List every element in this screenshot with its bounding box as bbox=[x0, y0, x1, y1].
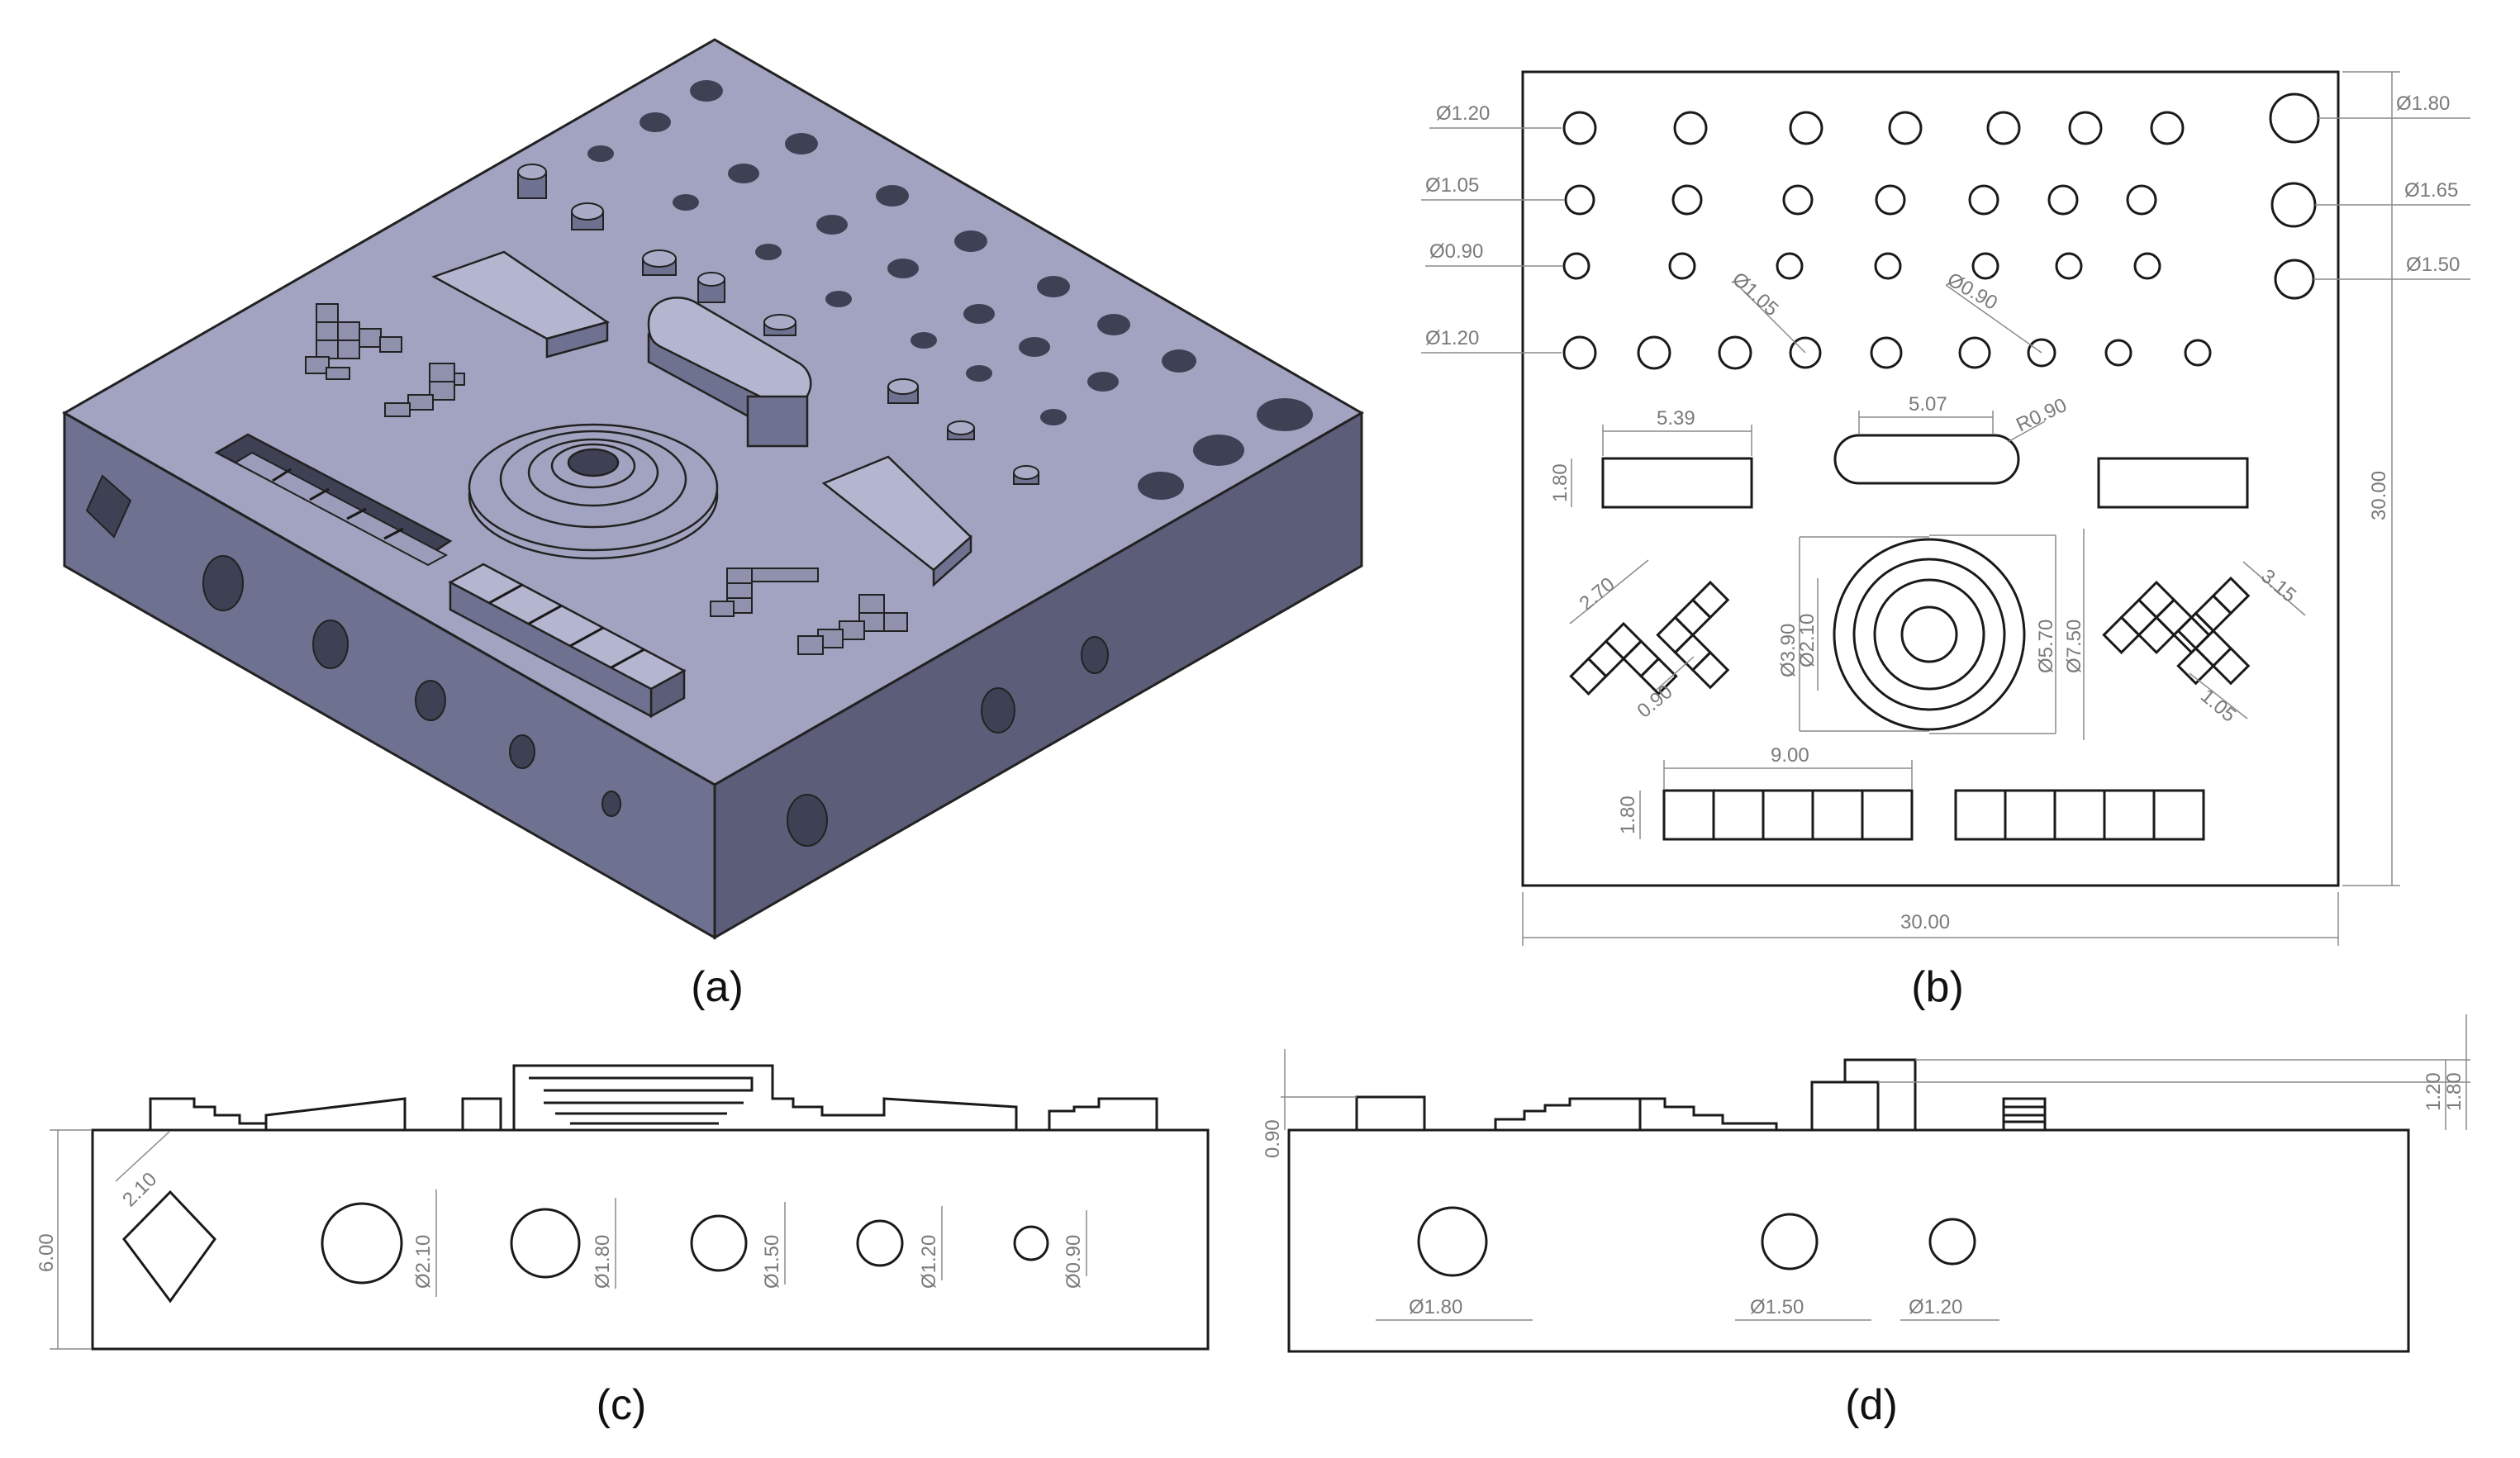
right-hole-2-label: Ø1.65 bbox=[2404, 179, 2458, 202]
rect-width-label: 5.39 bbox=[1657, 407, 1695, 430]
front-view-drawing: 6.00 2.10 Ø2.10 Ø1.80 Ø1.50 Ø1.20 Ø0.90 … bbox=[36, 1064, 1210, 1429]
height-label: 6.00 bbox=[36, 1233, 58, 1272]
side-holes bbox=[85, 474, 1109, 847]
hole-rows bbox=[1562, 93, 2320, 370]
side-holes-drawing bbox=[1417, 1206, 1976, 1277]
isometric-view: (a) bbox=[61, 38, 1365, 1011]
ring-label-4: Ø7.50 bbox=[2063, 620, 2085, 673]
hole-leaders bbox=[1421, 117, 2470, 354]
ring-label-3: Ø5.70 bbox=[2035, 620, 2057, 673]
front-view-outline bbox=[91, 1128, 1210, 1351]
right-hole-3-label: Ø1.50 bbox=[2406, 254, 2460, 276]
overall-width-label: 30.00 bbox=[1900, 911, 1950, 933]
caption-a: (a) bbox=[691, 963, 744, 1011]
caption-d: (d) bbox=[1845, 1381, 1898, 1429]
stair-squares-right-1 bbox=[2102, 580, 2211, 654]
side-hole-label-2: Ø1.50 bbox=[1750, 1296, 1804, 1318]
hole-row-2-label: Ø1.05 bbox=[1425, 174, 1479, 197]
front-hole-label-1: Ø2.10 bbox=[412, 1235, 435, 1289]
top-pins bbox=[517, 164, 1039, 485]
pocket-blocks bbox=[214, 433, 453, 567]
front-profile bbox=[149, 1064, 1158, 1132]
block-right-face bbox=[713, 411, 1363, 940]
slot-pin bbox=[647, 297, 812, 448]
diamond-label: 2.10 bbox=[118, 1168, 161, 1211]
overall-height-label: 30.00 bbox=[2368, 471, 2390, 520]
side-hole-label-1: Ø1.80 bbox=[1409, 1296, 1462, 1318]
stair-label-4: 1.05 bbox=[2196, 685, 2240, 727]
block-height-label: 1.80 bbox=[1617, 795, 1639, 834]
right-hole-1-label: Ø1.80 bbox=[2396, 93, 2450, 115]
stair-squares-left-1 bbox=[1569, 621, 1678, 696]
front-hole-label-3: Ø1.50 bbox=[761, 1235, 783, 1289]
stair-label-2: 0.90 bbox=[1633, 681, 1677, 723]
side-right-label-1: 1.20 bbox=[2423, 1072, 2445, 1111]
hole-row-4-label: Ø1.20 bbox=[1425, 327, 1479, 349]
rect-height-label: 1.80 bbox=[1549, 463, 1571, 502]
side-profile bbox=[1355, 1058, 2047, 1132]
hole-row-3-label: Ø0.90 bbox=[1429, 240, 1483, 263]
ring-label-1: Ø3.90 bbox=[1777, 624, 1800, 677]
side-hole-label-3: Ø1.20 bbox=[1909, 1296, 1962, 1318]
front-hole-label-5: Ø0.90 bbox=[1063, 1235, 1085, 1289]
round-slot-width-label: 5.07 bbox=[1909, 393, 1947, 416]
side-top-label: 0.90 bbox=[1262, 1119, 1284, 1158]
wedge-features bbox=[430, 250, 972, 587]
stair-squares-right-2 bbox=[2176, 576, 2251, 686]
front-holes bbox=[321, 1202, 1049, 1285]
diag-label-1: Ø1.05 bbox=[1728, 268, 1783, 321]
front-hole-label-4: Ø1.20 bbox=[918, 1235, 940, 1289]
round-slot-radius-label: R0.90 bbox=[2013, 394, 2070, 437]
block-width-label: 9.00 bbox=[1771, 744, 1809, 767]
ring-label-2: Ø2.10 bbox=[1796, 614, 1819, 667]
concentric-circles bbox=[1833, 538, 2026, 731]
caption-b: (b) bbox=[1911, 963, 1964, 1011]
slots bbox=[1601, 434, 2249, 509]
bottom-blocks bbox=[1662, 789, 2205, 841]
side-right-label-2: 1.80 bbox=[2443, 1072, 2465, 1111]
diamond-hole bbox=[122, 1190, 216, 1304]
front-hole-label-2: Ø1.80 bbox=[592, 1235, 614, 1289]
top-view-outline bbox=[1521, 70, 2340, 887]
stair-squares-left-2 bbox=[1656, 580, 1730, 690]
side-view-drawing: 0.90 1.20 1.80 Ø1.80 Ø1.50 Ø1.20 (d) bbox=[1262, 1014, 2470, 1429]
stair-label-3: 3.15 bbox=[2256, 565, 2300, 607]
top-holes bbox=[587, 80, 1313, 500]
caption-c: (c) bbox=[597, 1381, 647, 1429]
top-view-drawing: Ø1.20 Ø1.05 Ø0.90 Ø1.20 Ø1.80 Ø1.65 Ø1.5… bbox=[1421, 70, 2470, 1011]
stair-features bbox=[305, 303, 908, 655]
raised-blocks bbox=[448, 563, 687, 719]
concentric-rings bbox=[468, 423, 719, 560]
hole-row-1-label: Ø1.20 bbox=[1436, 102, 1490, 125]
stair-label-1: 2.70 bbox=[1576, 573, 1619, 615]
